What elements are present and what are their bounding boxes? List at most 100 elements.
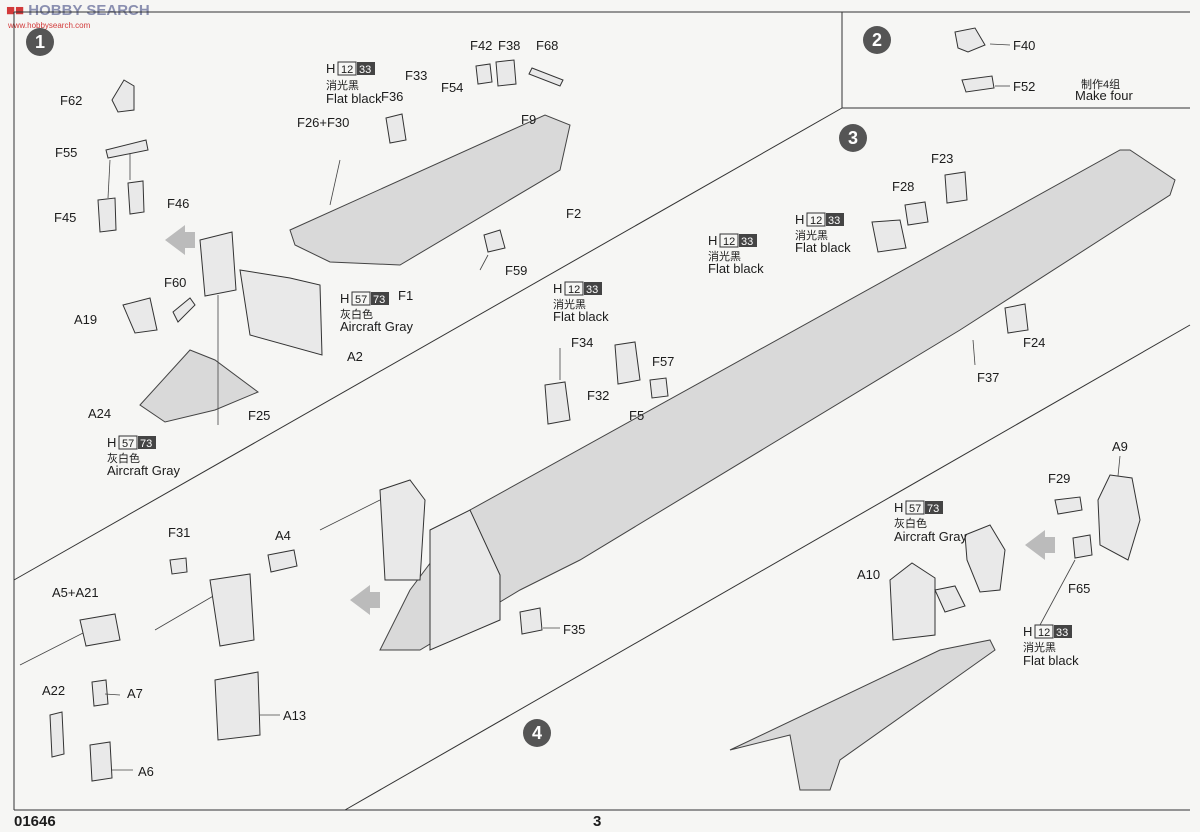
paint-callout-h12-step3b: H 12 33 消光黑 Flat black xyxy=(708,233,764,276)
paint-callout-h12-step3c: H 12 33 消光黑 Flat black xyxy=(553,281,609,324)
svg-text:消光黑: 消光黑 xyxy=(1023,640,1056,654)
label-f37: F37 xyxy=(977,370,999,385)
svg-text:57: 57 xyxy=(122,438,134,450)
hull-section xyxy=(429,509,501,651)
svg-text:4: 4 xyxy=(532,723,542,743)
watermark: ■■ HOBBY SEARCH xyxy=(6,2,150,19)
label-a4: A4 xyxy=(275,528,291,543)
svg-text:12: 12 xyxy=(1038,627,1050,639)
label-f54: F54 xyxy=(441,80,463,95)
direction-arrow-4 xyxy=(1025,530,1055,560)
part-a6 xyxy=(89,741,113,782)
svg-text:Flat black: Flat black xyxy=(553,309,609,324)
label-a9: A9 xyxy=(1112,439,1128,454)
panel-a10 xyxy=(889,562,936,641)
lead-f40 xyxy=(989,43,1011,46)
watermark-url: www.hobbysearch.com xyxy=(8,21,91,30)
svg-text:Flat black: Flat black xyxy=(708,261,764,276)
part-f38 xyxy=(495,59,517,87)
frame-diagonal-upper xyxy=(13,107,843,581)
part-f23 xyxy=(944,171,968,204)
step-badge-4: 4 xyxy=(523,719,551,747)
svg-text:灰白色: 灰白色 xyxy=(340,307,373,321)
seat-step4 xyxy=(934,585,966,613)
lead-f59 xyxy=(479,254,489,271)
gun-barrel-f31 xyxy=(154,594,216,631)
svg-text:H: H xyxy=(326,61,335,76)
paint-callout-h12-step1: H 12 33 消光黑 Flat black xyxy=(326,61,382,106)
svg-text:Aircraft Gray: Aircraft Gray xyxy=(340,319,413,334)
svg-text:Flat black: Flat black xyxy=(1023,653,1079,668)
paint-callout-h57-step4: H 57 73 灰白色 Aircraft Gray xyxy=(894,500,967,544)
label-f42: F42 xyxy=(470,38,492,53)
bracket-a19 xyxy=(122,297,158,334)
svg-text:73: 73 xyxy=(373,294,385,306)
label-f62: F62 xyxy=(60,93,82,108)
label-f33: F33 xyxy=(405,68,427,83)
lead-f45 xyxy=(107,159,111,199)
gun-barrel-a5 xyxy=(19,631,86,666)
label-a13: A13 xyxy=(283,708,306,723)
svg-text:灰白色: 灰白色 xyxy=(894,516,927,530)
label-f5: F5 xyxy=(629,408,644,423)
paint-callout-h57-step1a: H 57 73 灰白色 Aircraft Gray xyxy=(340,291,413,334)
label-f36: F36 xyxy=(381,89,403,104)
part-a4 xyxy=(267,549,298,573)
fitting-step4 xyxy=(964,524,1006,593)
svg-text:2: 2 xyxy=(872,30,882,50)
label-a7: A7 xyxy=(127,686,143,701)
frame-diagonal-lower xyxy=(344,324,1191,811)
svg-text:H: H xyxy=(553,281,562,296)
part-f24 xyxy=(1004,303,1029,334)
label-a5-a21: A5+A21 xyxy=(52,585,99,600)
step-badge-2: 2 xyxy=(863,26,891,54)
shield-a13 xyxy=(214,671,261,741)
seat-f40 xyxy=(954,27,986,53)
frame-assembly xyxy=(199,231,237,297)
turret-assembly xyxy=(379,479,426,581)
part-f68 xyxy=(528,67,564,87)
svg-text:消光黑: 消光黑 xyxy=(553,297,586,311)
paint-callout-h12-step4: H 12 33 消光黑 Flat black xyxy=(1023,624,1079,668)
svg-text:H: H xyxy=(340,291,349,306)
label-f1: F1 xyxy=(398,288,413,303)
svg-text:H: H xyxy=(894,500,903,515)
label-f24: F24 xyxy=(1023,335,1045,350)
part-f29 xyxy=(1054,496,1083,515)
step-badge-3: 3 xyxy=(839,124,867,152)
label-f40: F40 xyxy=(1013,38,1035,53)
paint-callout-h12-step3a: H 12 33 消光黑 Flat black xyxy=(795,212,851,255)
svg-text:H: H xyxy=(795,212,804,227)
svg-text:73: 73 xyxy=(140,438,152,450)
svg-text:33: 33 xyxy=(1056,627,1068,639)
step2-note-en: Make four xyxy=(1075,88,1133,103)
part-a22 xyxy=(49,711,65,758)
label-a24: A24 xyxy=(88,406,111,421)
part-f31 xyxy=(169,557,188,575)
svg-text:Flat black: Flat black xyxy=(795,240,851,255)
seat-f24 xyxy=(871,219,907,253)
svg-text:H: H xyxy=(708,233,717,248)
seat-f34a xyxy=(544,381,571,425)
svg-text:33: 33 xyxy=(741,236,753,248)
watermark-logo: ■■ xyxy=(6,2,29,19)
svg-text:33: 33 xyxy=(586,284,598,296)
lead-f26 xyxy=(329,159,341,206)
label-f25: F25 xyxy=(248,408,270,423)
label-a19: A19 xyxy=(74,312,97,327)
stern-piece-a24 xyxy=(139,349,260,423)
svg-text:消光黑: 消光黑 xyxy=(708,249,741,263)
label-f60: F60 xyxy=(164,275,186,290)
label-f29: F29 xyxy=(1048,471,1070,486)
gun-barrel xyxy=(319,499,381,531)
direction-arrow-3 xyxy=(350,585,380,615)
part-f65 xyxy=(1072,534,1093,559)
lead-f37 xyxy=(972,339,976,366)
label-f38: F38 xyxy=(498,38,520,53)
svg-text:12: 12 xyxy=(568,284,580,296)
label-a2: A2 xyxy=(347,349,363,364)
svg-text:33: 33 xyxy=(359,64,371,76)
svg-text:12: 12 xyxy=(810,215,822,227)
label-f32: F32 xyxy=(587,388,609,403)
